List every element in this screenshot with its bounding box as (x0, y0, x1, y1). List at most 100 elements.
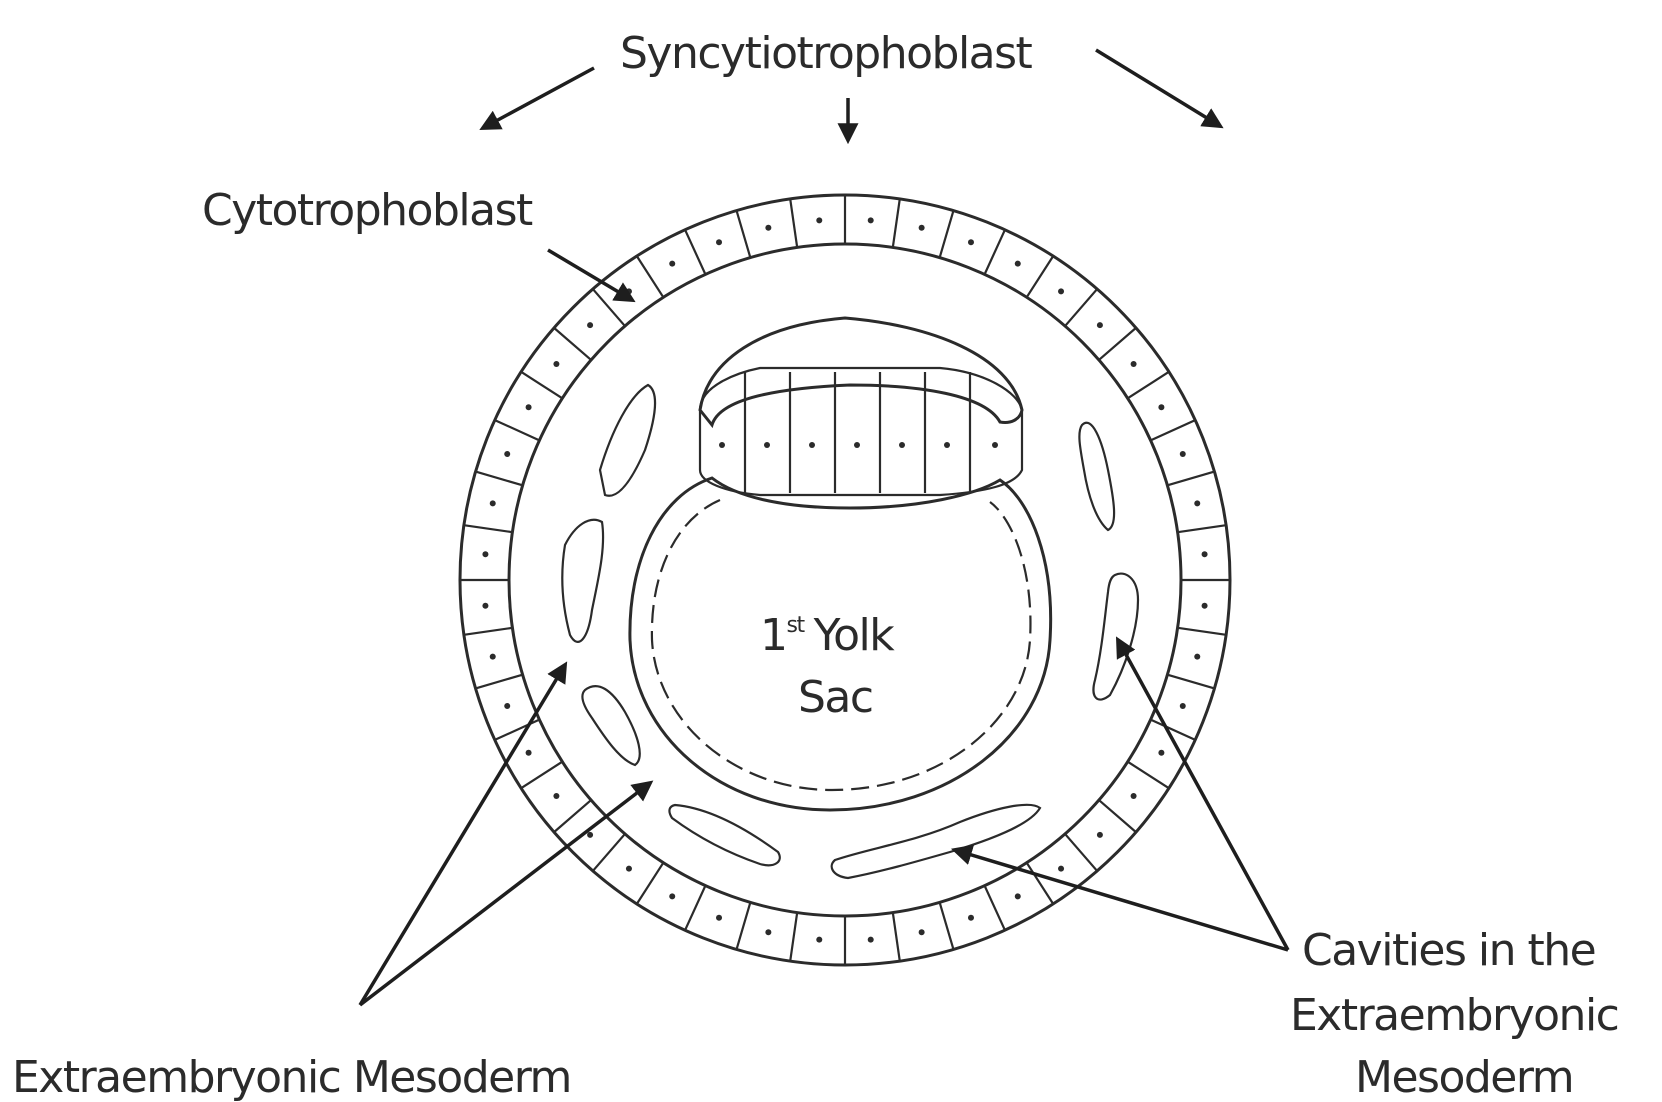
cell-wall (1099, 800, 1136, 832)
cell-nucleus (1180, 451, 1186, 457)
cell-nucleus (553, 793, 559, 799)
cell-nucleus (626, 866, 632, 872)
cell-nucleus (669, 893, 675, 899)
cell-nucleus (482, 551, 488, 557)
disc-cell-nucleus (809, 442, 815, 448)
cell-nucleus (968, 915, 974, 921)
cell-wall (464, 628, 513, 635)
syncytiotrophoblast-outer-boundary (460, 195, 1230, 965)
cell-nucleus (526, 404, 532, 410)
cell-nucleus (716, 915, 722, 921)
cell-wall (893, 913, 900, 962)
yolk-sac-label-line2: Sac (798, 672, 873, 723)
cell-nucleus (504, 703, 510, 709)
cell-wall (476, 472, 523, 486)
cell-nucleus (587, 832, 593, 838)
cell-wall (893, 199, 900, 248)
epiblast-cells (719, 372, 998, 493)
disc-cell-nucleus (899, 442, 905, 448)
cell-wall (985, 230, 1005, 275)
arrow-mesoderm-lower (360, 783, 650, 1005)
disc-cell-nucleus (992, 442, 998, 448)
cell-wall (1167, 675, 1214, 689)
cell-nucleus (919, 225, 925, 231)
cell-nucleus (504, 451, 510, 457)
bilaminar-disc (630, 318, 1051, 810)
disc-cell-nucleus (719, 442, 725, 448)
cell-wall (737, 211, 751, 258)
cell-nucleus (587, 322, 593, 328)
cavities-label-line1: Cavities in the (1302, 925, 1595, 976)
cell-wall (521, 762, 562, 788)
arrow-syncytio-right (1096, 50, 1220, 126)
cell-wall (1027, 863, 1053, 904)
cavities-label-line2: Extraembryonic (1290, 990, 1618, 1041)
cell-nucleus (490, 500, 496, 506)
cell-wall (1099, 328, 1136, 360)
cell-wall (940, 211, 954, 258)
cell-nucleus (1015, 893, 1021, 899)
cell-nucleus (1058, 866, 1064, 872)
cell-nucleus (968, 239, 974, 245)
arrow-syncytio-left (483, 68, 594, 128)
cell-nucleus (626, 288, 632, 294)
cell-nucleus (765, 929, 771, 935)
yolk-sac-ordinal-suffix: st (787, 613, 806, 638)
cell-nucleus (1202, 551, 1208, 557)
cell-wall (554, 328, 591, 360)
cell-nucleus (553, 361, 559, 367)
cell-nucleus (1158, 750, 1164, 756)
cell-nucleus (669, 261, 675, 267)
cell-wall (521, 372, 562, 398)
cell-nucleus (482, 603, 488, 609)
cell-wall (685, 886, 705, 931)
cell-wall (1027, 256, 1053, 297)
cell-wall (637, 256, 663, 297)
cell-nucleus (1158, 404, 1164, 410)
epiblast-layer (700, 368, 1022, 495)
cell-nucleus (868, 937, 874, 943)
cell-nucleus (765, 225, 771, 231)
cytotrophoblast-cells (460, 195, 1230, 965)
cell-wall (940, 902, 954, 949)
cell-wall (737, 902, 751, 949)
cavity-left-middle (562, 520, 603, 642)
cell-wall (554, 800, 591, 832)
trophoblast-ring (460, 195, 1230, 965)
cavity-left-upper (600, 385, 655, 496)
cell-wall (1151, 420, 1196, 440)
arrow-cavity-bottom (955, 850, 1288, 950)
cell-wall (790, 913, 797, 962)
cell-wall (495, 720, 540, 740)
disc-cell-nucleus (854, 442, 860, 448)
cell-wall (1128, 372, 1169, 398)
cavities-label-line3: Mesoderm (1355, 1052, 1573, 1102)
cell-wall (790, 199, 797, 248)
cell-nucleus (1194, 654, 1200, 660)
cell-nucleus (1194, 500, 1200, 506)
cavity-left-lower (582, 686, 639, 765)
cell-nucleus (1202, 603, 1208, 609)
cell-wall (1178, 525, 1227, 532)
cell-wall (985, 886, 1005, 931)
syncytiotrophoblast-label: Syncytiotrophoblast (620, 28, 1033, 79)
cell-wall (495, 420, 540, 440)
cell-nucleus (816, 937, 822, 943)
cell-wall (1065, 834, 1097, 871)
arrow-cavity-right (1118, 640, 1288, 950)
cell-nucleus (1131, 793, 1137, 799)
cell-wall (1178, 628, 1227, 635)
cell-nucleus (1097, 322, 1103, 328)
disc-cell-nucleus (764, 442, 770, 448)
cell-nucleus (1180, 703, 1186, 709)
cell-nucleus (1015, 261, 1021, 267)
yolk-sac-word: Yolk (813, 610, 896, 661)
cell-nucleus (1097, 832, 1103, 838)
arrow-mesoderm-upper (360, 665, 565, 1005)
cell-wall (1128, 762, 1169, 788)
cytotrophoblast-label: Cytotrophoblast (202, 185, 533, 236)
cell-nucleus (716, 239, 722, 245)
cell-nucleus (1058, 288, 1064, 294)
